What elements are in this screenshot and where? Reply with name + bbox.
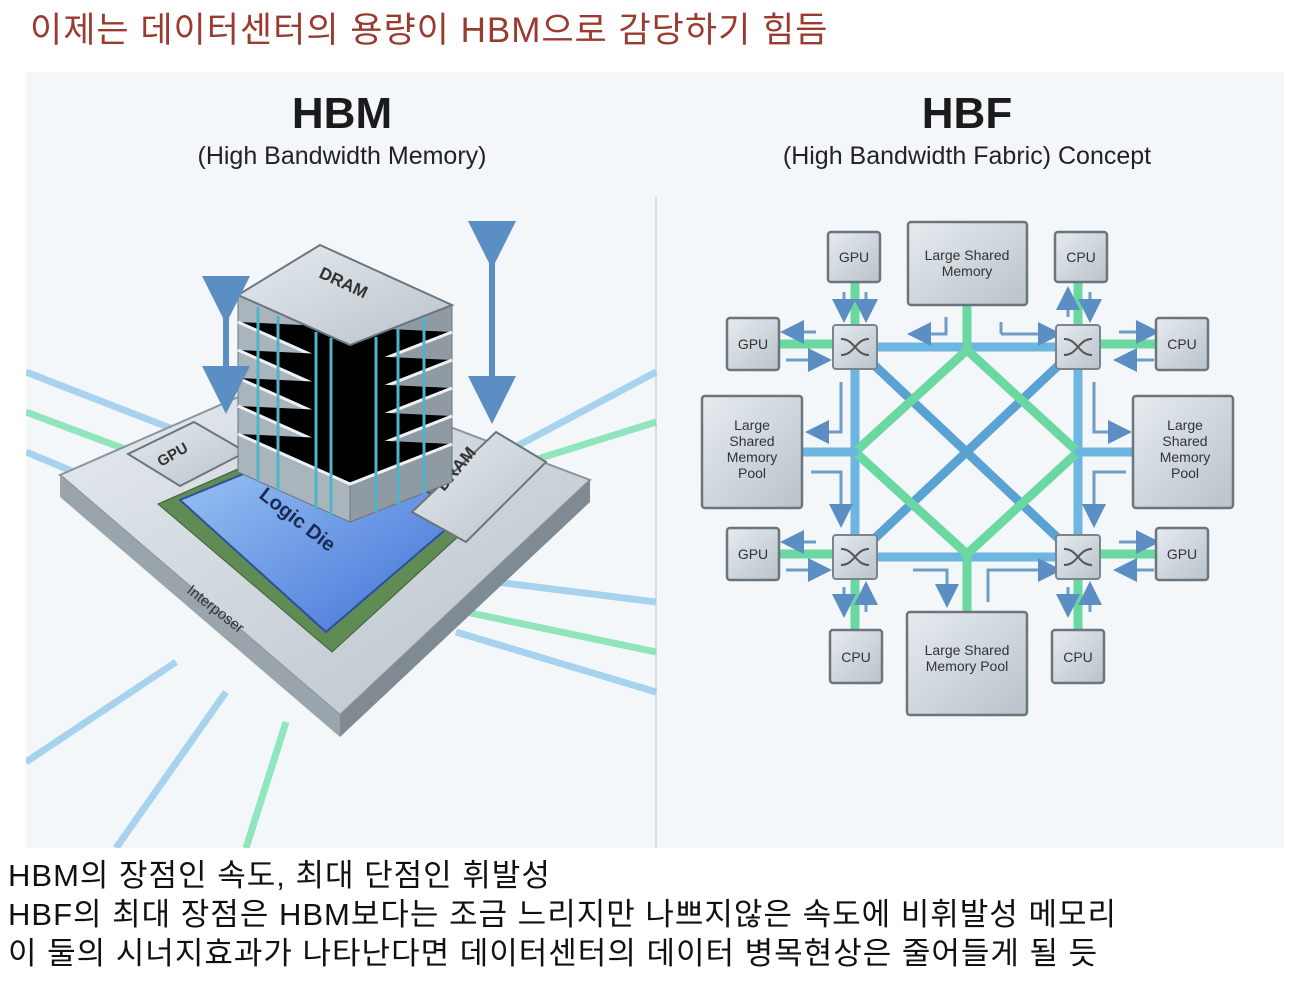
memory-pool-node	[700, 394, 804, 510]
node-label: Pool	[1171, 465, 1199, 481]
diagram-canvas: HBM (High Bandwidth Memory) HBF (High Ba…	[26, 89, 1235, 848]
node-label: Large Shared	[925, 247, 1010, 263]
hbm-subtitle: (High Bandwidth Memory)	[198, 142, 487, 170]
memory-pool-node	[905, 610, 1029, 717]
cpu-node	[1154, 316, 1210, 372]
node-label: Memory Pool	[926, 658, 1008, 674]
node-label: Memory	[942, 263, 993, 279]
cpu-node	[1053, 230, 1109, 284]
memory-pool-node	[1131, 394, 1235, 510]
hbm-heading: HBM	[292, 89, 392, 138]
node-label: Large Shared	[925, 642, 1010, 658]
hbf-heading: HBF	[922, 89, 1012, 138]
node-label: Shared	[729, 433, 774, 449]
node-label: GPU	[1167, 546, 1197, 562]
hbm-hbf-illustration: HBM (High Bandwidth Memory) HBF (High Ba…	[26, 72, 1284, 848]
switch-icon	[832, 324, 878, 370]
cpu-node	[1050, 628, 1106, 685]
gpu-node	[725, 526, 781, 582]
gpu-node	[725, 316, 781, 372]
body-line: HBF의 최대 장점은 HBM보다는 조금 느리지만 나쁘지않은 속도에 비휘발…	[8, 897, 1117, 932]
node-label: GPU	[738, 336, 768, 352]
body-text: HBM의 장점인 속도, 최대 단점인 휘발성 HBF의 최대 장점은 HBM보…	[8, 856, 1117, 973]
node-label: CPU	[1063, 649, 1093, 665]
hbf-subtitle: (High Bandwidth Fabric) Concept	[783, 142, 1151, 170]
switch-icon	[1055, 534, 1101, 580]
dram-stack: DRAM	[235, 243, 455, 523]
switch-icon	[1055, 324, 1101, 370]
node-label: CPU	[841, 649, 871, 665]
node-label: CPU	[1066, 249, 1096, 265]
body-line: HBM의 장점인 속도, 최대 단점인 휘발성	[8, 858, 551, 893]
slide-title: 이제는 데이터센터의 용량이 HBM으로 감당하기 힘듬	[30, 11, 829, 50]
node-label: Memory	[1160, 449, 1211, 465]
node-label: Large	[1167, 417, 1203, 433]
bandwidth-arrows	[202, 221, 516, 424]
node-label: Large	[734, 417, 770, 433]
node-label: Memory	[727, 449, 778, 465]
gpu-node	[826, 230, 882, 284]
cpu-node	[828, 628, 884, 685]
gpu-node	[1154, 526, 1210, 582]
switch-icon	[832, 534, 878, 580]
node-label: CPU	[1167, 336, 1197, 352]
switches	[832, 324, 1101, 580]
memory-node	[906, 220, 1029, 307]
body-line: 이 둘의 시너지효과가 나타난다면 데이터센터의 데이터 병목현상은 줄어들게 …	[8, 936, 1099, 971]
hbm-illustration: Interposer Logic Die GPU DRAM	[26, 221, 658, 848]
hbf-fabric: GPU Large Shared Memory CPU GPU CPU Larg…	[700, 220, 1235, 717]
node-label: GPU	[839, 249, 869, 265]
dram-side-chip	[410, 430, 548, 544]
node-label: Pool	[738, 465, 766, 481]
node-label: Shared	[1162, 433, 1207, 449]
node-label: GPU	[738, 546, 768, 562]
